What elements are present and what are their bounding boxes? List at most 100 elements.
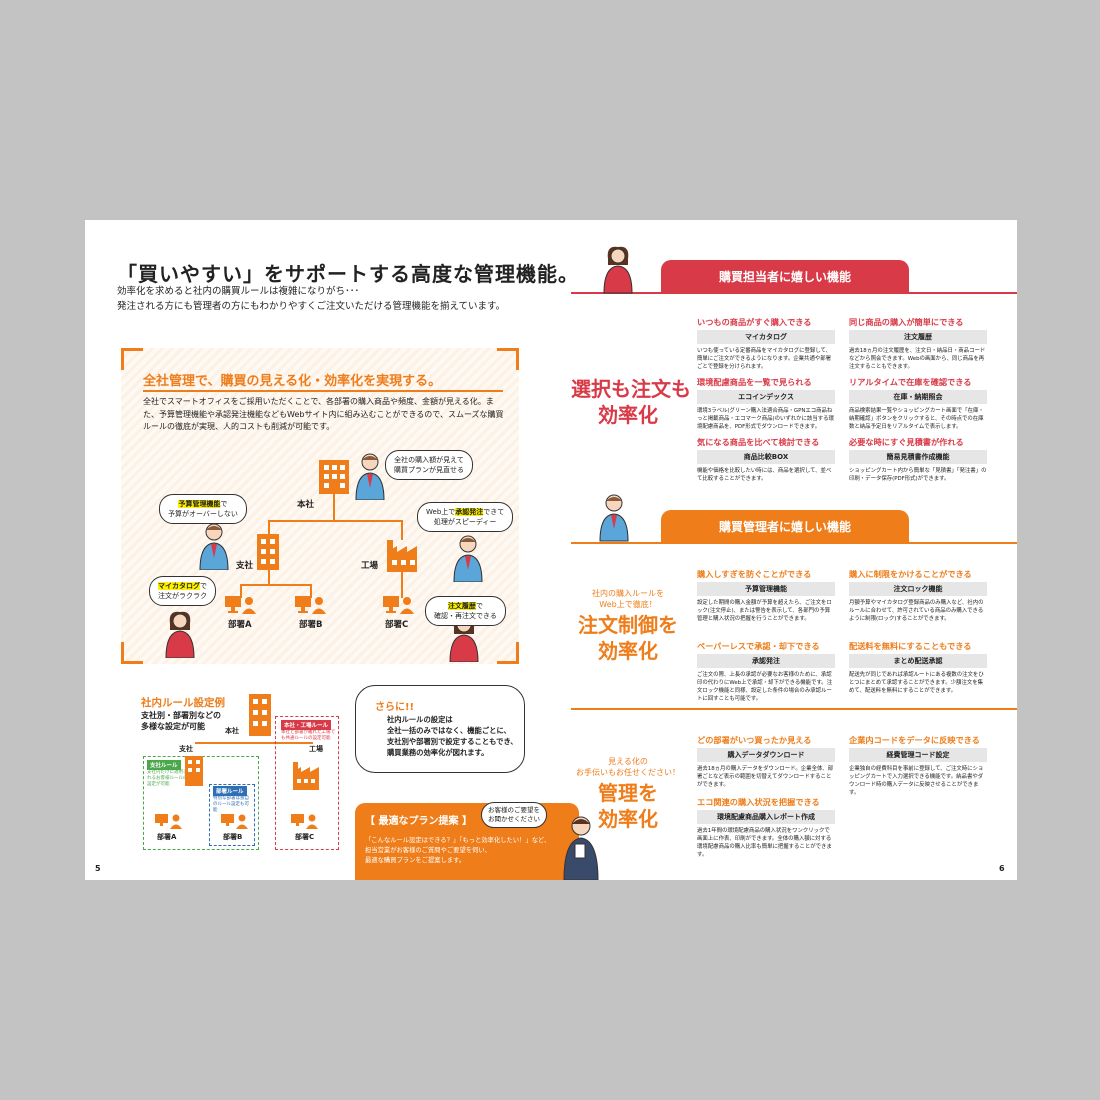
section2-header: 購買管理者に嬉しい機能 xyxy=(661,510,909,544)
feature-name: 経費管理コード設定 xyxy=(849,748,987,762)
brochure-spread: 「買いやすい」をサポートする高度な管理機能。 効率化を求めると社内の購買ルールは… xyxy=(85,220,1017,880)
dept-b-icon xyxy=(295,596,326,614)
org-line xyxy=(310,584,312,598)
feature-block: 配送料を無料にすることもできるまとめ配送承認配送先が同じであれば承認ルートにある… xyxy=(849,640,987,695)
lead-line-2: 発注される方にも管理者の方にもわかりやすくご注文いただける管理機能を揃えています… xyxy=(117,301,506,312)
bubble-text: お客様のご要望を xyxy=(488,806,540,814)
catch-line: 効率化 xyxy=(598,807,658,831)
exec-speech-bubble: 全社の購入額が見えて 購買プランが見直せる xyxy=(385,450,473,480)
plan-heading: 【 最適なプラン提案 】 xyxy=(365,816,472,827)
section2-small-catch: 社内の購入ルールを Web上で徹底！ xyxy=(571,588,685,610)
furthermore-line: 全社一括のみではなく、機能ごとに、 xyxy=(387,726,511,735)
rules-sub-line: 多様な設定が可能 xyxy=(141,722,205,731)
feature-description: 商品検索結果一覧やショッピングカート画面で「在庫・納期確認」ボタンをクリックする… xyxy=(849,408,984,430)
catch-line: 管理を xyxy=(598,781,658,805)
rules-dept-c-label: 部署C xyxy=(295,833,315,841)
catch-line: 注文制御を xyxy=(578,613,678,637)
hq-factory-rule-area xyxy=(275,716,339,850)
bracket-tr xyxy=(497,348,519,370)
feature-title: 配送料を無料にすることもできる xyxy=(849,641,972,651)
feature-title: いつもの商品がすぐ購入できる xyxy=(697,317,812,327)
rules-factory-label: 工場 xyxy=(309,745,323,753)
feature-block: ペーパーレスで承認・却下できる承認発注ご注文の際、上長の承認が必要なお客様のため… xyxy=(697,640,835,703)
org-line xyxy=(333,492,335,522)
feature-name: 環境配慮商品購入レポート作成 xyxy=(697,810,835,824)
bubble-text: 購買プランが見直せる xyxy=(394,466,464,474)
budget-speech-bubble: 予算管理機能で 予算がオーバーしない xyxy=(159,494,247,524)
feature-name: 簡易見積書作成機能 xyxy=(849,450,987,464)
feature-title: 購入しすぎを防ぐことができる xyxy=(697,569,812,579)
plan-text: 「こんなルール設定はできる？」「もっと効率化したい！」など、 担当営業がお客様の… xyxy=(365,836,550,866)
hq-label: 本社 xyxy=(297,500,315,510)
feature-block: どの部署がいつ買ったか見える購入データダウンロード過去18ヵ月の購入データをダウ… xyxy=(697,734,835,789)
rules-branch-building-icon xyxy=(185,756,203,786)
catch-line: 選択も注文も xyxy=(571,377,691,401)
bracket-bl xyxy=(121,642,143,664)
feature-block: リアルタイムで在庫を確認できる在庫・納期照会商品検索結果一覧やショッピングカート… xyxy=(849,376,987,431)
feature-description: ご注文の際、上長の承認が必要なお客様のために、承認印の代わりにWeb上で承認・却… xyxy=(697,672,833,702)
small-catch-line: 社内の購入ルールを xyxy=(592,589,664,598)
rules-dept-b-icon xyxy=(221,814,248,829)
feature-name: 注文履歴 xyxy=(849,330,987,344)
small-catch-line: お手伝いもお任せください！ xyxy=(576,768,680,777)
feature-description: 配送先が同じであれば承認ルートにある複数の注文をひとつにまとめて承認することがで… xyxy=(849,672,984,694)
feature-description: 環境3ラベル(グリーン購入法適合商品・GPNエコ商品ねっと掲載商品・エコマーク商… xyxy=(697,408,834,430)
feature-title: 同じ商品の購入が簡単にできる xyxy=(849,317,964,327)
feature-description: 機能や価格を比較したい時には、商品を選択して、並べて比較することができます。 xyxy=(697,468,832,482)
feature-name: エコインデックス xyxy=(697,390,835,404)
rules-hq-building-icon xyxy=(249,694,271,736)
lead-line-1: 効率化を求めると社内の購買ルールは複雑になりがち･･･ xyxy=(117,286,360,297)
feature-block: いつもの商品がすぐ購入できるマイカタログいつも使っている定番商品をマイカタログに… xyxy=(697,316,835,371)
bubble-text: できて xyxy=(483,508,505,516)
feature-title: 気になる商品を比べて検討できる xyxy=(697,437,820,447)
section1-header: 購買担当者に嬉しい機能 xyxy=(661,260,909,294)
feature-name: まとめ配送承認 xyxy=(849,654,987,668)
feature-description: 企業独自の経費科目を事前に登録して、ご注文時にショッピングカートで入力選択できる… xyxy=(849,766,984,796)
feature-name: 承認発注 xyxy=(697,654,835,668)
bubble-text: 処理がスピーディー xyxy=(433,518,497,526)
small-catch-line: 見える化の xyxy=(608,757,648,766)
rules-dept-c-icon xyxy=(291,814,318,829)
feature-name: 注文ロック機能 xyxy=(849,582,987,596)
catalog-speech-bubble: マイカタログで 注文がラクラク xyxy=(149,576,216,606)
page-number-left: 5 xyxy=(95,864,101,873)
bubble-text: で xyxy=(475,602,483,610)
plan-line: 「こんなルール設定はできる？」「もっと効率化したい！」など、 xyxy=(365,837,551,844)
salesperson-icon xyxy=(563,816,599,880)
plan-speech-bubble: お客様のご要望を お聞かせください xyxy=(481,802,547,828)
panel-body: 全社でスマートオフィスをご採用いただくことで、各部署の購入商品や頻度、金額が見え… xyxy=(143,397,504,431)
bubble-text: で xyxy=(200,582,207,590)
section1-catch: 選択も注文も 効率化 xyxy=(571,376,691,428)
staff-woman-icon xyxy=(165,611,195,658)
bubble-text: 予算がオーバーしない xyxy=(168,510,238,518)
org-line xyxy=(240,584,242,598)
dept-rule-note: 特別な部署は独自のルール設定も可能 xyxy=(213,796,249,813)
branch-label: 支社 xyxy=(236,561,254,571)
bracket-tl xyxy=(121,348,143,370)
bubble-text: で xyxy=(220,500,228,508)
dept-c-icon xyxy=(383,596,414,614)
hq-factory-rule-tag: 本社・工場ルール xyxy=(281,720,332,730)
feature-block: エコ関連の購入状況を把握できる環境配慮商品購入レポート作成過去1年間の環境配慮商… xyxy=(697,796,835,859)
rules-subtext: 支社別・部署別などの 多様な設定が可能 xyxy=(141,710,221,732)
feature-title: 必要な時にすぐ見積書が作れる xyxy=(849,437,964,447)
furthermore-label: さらに!! xyxy=(375,702,415,713)
page-number-right: 6 xyxy=(999,864,1005,873)
feature-description: 月額予算やマイカタログ登録商品のみ購入など、社内のルールに合わせて、許可されてい… xyxy=(849,600,984,622)
feature-description: 過去18ヵ月の購入データをダウンロード。企業全体、部署ごとなど表示の範囲を切替え… xyxy=(697,766,834,788)
dept-c-label: 部署C xyxy=(385,620,409,630)
branch-rule-tag: 支社ルール xyxy=(147,760,181,770)
bubble-text: 確認・再注文できる xyxy=(434,612,497,620)
furthermore-text: 社内ルールの設定は 全社一括のみではなく、機能ごとに、 支社別や部署別で設定する… xyxy=(387,714,518,758)
catch-line: 効率化 xyxy=(598,639,658,663)
plan-line: 最適な購買プランをご提案します。 xyxy=(365,857,466,864)
rules-dept-a-label: 部署A xyxy=(157,833,177,841)
furthermore-line: 社内ルールの設定は xyxy=(387,715,453,724)
factory-icon xyxy=(387,540,417,572)
feature-block: 必要な時にすぐ見積書が作れる簡易見積書作成機能ショッピングカート内から簡単な「見… xyxy=(849,436,987,483)
org-line xyxy=(240,584,310,586)
section3-small-catch: 見える化の お手伝いもお任せください！ xyxy=(571,756,685,778)
purchaser-woman-icon xyxy=(603,246,633,294)
section2-rule xyxy=(571,542,1017,544)
